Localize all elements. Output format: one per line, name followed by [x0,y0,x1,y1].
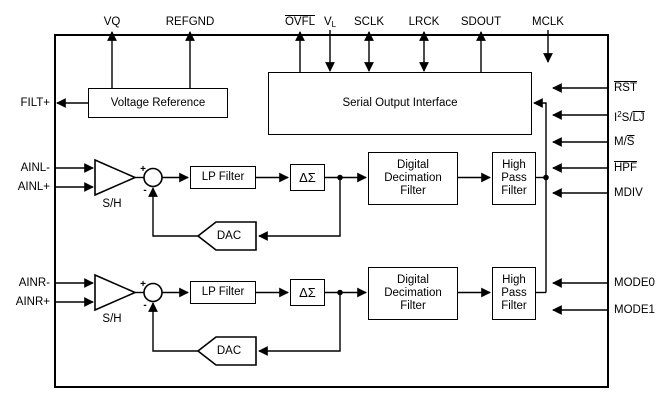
hpf-line3: Filter [501,185,527,197]
block-voltage-reference: Voltage Reference [88,88,228,118]
pin-label-ainl-plus: AINL+ [17,181,50,193]
block-high-pass-right: High Pass Filter [492,267,536,320]
pin-label-mdiv: MDIV [614,187,643,199]
wire-dac-sum-right [148,302,198,352]
hpf-line1: High [502,159,526,171]
wire-feedback-dac-right [258,292,341,356]
block-high-pass-left: High Pass Filter [492,152,536,205]
hpf-text: HPF [614,162,637,174]
sum-minus-right: - [143,299,147,311]
pin-label-mode1: MODE1 [614,304,655,316]
block-decimation-right: Digital Decimation Filter [368,267,458,320]
pin-label-ms: M/S [614,135,634,149]
pin-label-vl: VL [324,15,336,29]
i2s-over: LJ [632,112,645,124]
i2s-sup: 2 [617,110,622,119]
junction-feedback-right [337,289,343,296]
hpf-line1: High [502,274,526,286]
sum-plus-right: + [140,278,146,290]
pin-label-ainl-minus: AINL- [20,162,50,174]
wires [55,30,607,356]
sh-amp-right [94,273,137,312]
hpf-line3: Filter [501,300,527,312]
sum-plus-left: + [140,163,146,175]
sum-node-right [143,282,163,303]
pin-label-sdout: SDOUT [460,16,502,28]
hpf-line2: Pass [501,172,527,184]
pin-label-mclk: MCLK [532,16,564,28]
analog-shapes [94,158,257,366]
vl-base: V [323,16,332,28]
pin-label-i2s-lj: I2S/LJ [614,108,645,124]
sh-amp-left [94,158,137,197]
ms-over: S [626,136,635,148]
wire-bus-soi [533,98,547,293]
pin-label-lrck: LRCK [408,16,440,28]
sh-label-right: S/H [102,313,122,325]
pin-label-vq: VQ [103,16,121,28]
ovfl-text: OVFL [284,16,316,28]
pin-label-ainr-minus: AINR- [18,277,50,289]
decimation-line2: Decimation [384,287,442,299]
pin-label-mode0: MODE0 [614,277,655,289]
block-decimation-left: Digital Decimation Filter [368,152,458,205]
pin-label-ainr-plus: AINR+ [15,296,50,308]
dac-shape-left [196,221,257,251]
ms-base: M/ [614,136,627,148]
wire-dac-sum-left [148,187,198,237]
block-lp-filter-right: LP Filter [190,281,256,304]
pin-label-sclk: SCLK [353,16,385,28]
block-serial-output-interface: Serial Output Interface [268,72,532,135]
sum-minus-left: - [143,184,147,196]
pin-label-refgnd: REFGND [165,16,215,28]
pin-label-filt-plus: FILT+ [20,97,50,109]
vl-sub: L [331,20,337,29]
decimation-line3: Filter [400,300,426,312]
pin-label-ovfl: OVFL [285,15,315,29]
junction-dots [337,174,549,296]
sh-label-left: S/H [102,198,122,210]
junction-bus-left [543,174,549,181]
block-delta-sigma-right: ΔΣ [290,279,325,306]
decimation-line1: Digital [397,159,429,171]
wire-feedback-dac-left [258,177,341,241]
junction-feedback-left [337,174,343,181]
pin-label-hpf: HPF [614,161,637,175]
rst-text: RST [614,82,637,94]
hpf-line2: Pass [501,287,527,299]
dac-label-left: DAC [216,230,242,242]
dac-shape-right [196,336,257,366]
dac-label-right: DAC [216,345,242,357]
decimation-line2: Decimation [384,172,442,184]
block-lp-filter-left: LP Filter [190,166,256,189]
decimation-line3: Filter [400,185,426,197]
block-delta-sigma-left: ΔΣ [290,164,325,191]
i2s-base: I [614,112,618,124]
chip-outline [54,34,609,388]
sum-node-left [143,167,163,188]
pin-label-rst: RST [614,81,637,95]
i2s-mid: S/ [621,112,633,124]
decimation-line1: Digital [397,274,429,286]
